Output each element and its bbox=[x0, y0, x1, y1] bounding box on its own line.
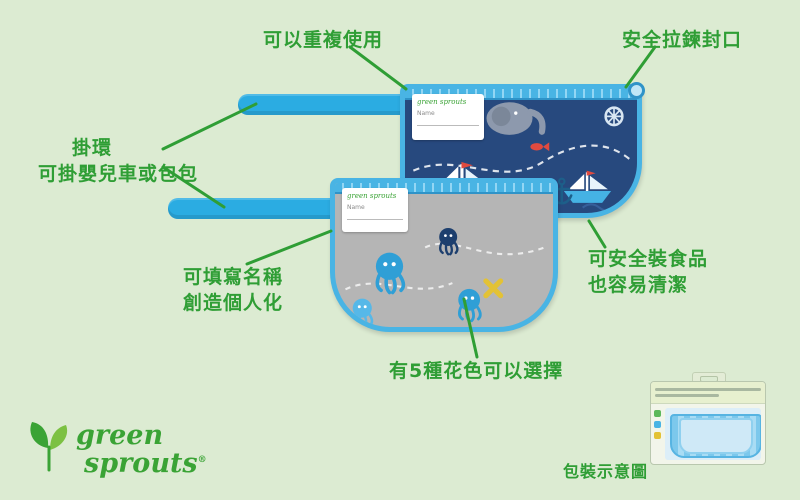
callout-line-name bbox=[245, 229, 333, 266]
name-tag-write-line bbox=[347, 219, 403, 220]
package-window bbox=[665, 408, 761, 460]
name-tag-brand: green sprouts bbox=[417, 98, 467, 106]
octopus-icon bbox=[375, 252, 406, 295]
name-tag-field-label: Name bbox=[417, 110, 435, 117]
callout-line-zipper bbox=[624, 45, 657, 89]
packaged-pouch-front bbox=[679, 418, 753, 454]
callout-line-food bbox=[587, 219, 607, 249]
packaging-thumbnail bbox=[650, 372, 766, 465]
hanging-strap-bottom bbox=[168, 198, 348, 219]
callout-food-line1: 可安全裝食品 bbox=[588, 248, 709, 270]
fish-icon bbox=[530, 142, 550, 152]
brand-logo-line1: green bbox=[76, 420, 164, 451]
zipper-strip bbox=[335, 183, 553, 194]
callout-name-label: 可填寫名稱 創造個人化 bbox=[183, 264, 283, 316]
packaging-caption: 包裝示意圖 bbox=[563, 462, 649, 481]
name-tag: green sprouts Name bbox=[342, 188, 408, 232]
x-mark-icon bbox=[483, 278, 504, 299]
brand-logo-line2: sprouts® bbox=[84, 448, 207, 479]
brand-logo-text: green sprouts® bbox=[76, 420, 207, 479]
callout-reusable-label: 可以重複使用 bbox=[263, 29, 384, 51]
zipper-pull-icon bbox=[628, 82, 645, 99]
callout-food-line2: 也容易清潔 bbox=[588, 274, 689, 296]
pattern-badge bbox=[654, 410, 661, 417]
callout-name-line1: 可填寫名稱 bbox=[183, 266, 284, 288]
callout-name-line2: 創造個人化 bbox=[183, 292, 284, 314]
hanging-strap-top bbox=[238, 94, 414, 115]
octopus-icon bbox=[352, 298, 374, 327]
callout-patterns-label: 有5種花色可以選擇 bbox=[389, 360, 564, 382]
callout-loop-title: 掛環 bbox=[72, 137, 113, 159]
octopus-icon bbox=[438, 227, 459, 256]
pattern-badge bbox=[654, 432, 661, 439]
callout-loop-desc: 可掛嬰兒車或包包 bbox=[38, 163, 199, 185]
name-tag-brand: green sprouts bbox=[347, 192, 397, 200]
brand-logo: green sprouts® bbox=[26, 418, 207, 479]
package-card bbox=[650, 381, 766, 465]
callout-food-label: 可安全裝食品 也容易清潔 bbox=[588, 246, 708, 298]
package-header-text-bar bbox=[655, 388, 761, 391]
pouch-gray-pattern bbox=[345, 227, 545, 327]
dashed-route-path bbox=[345, 242, 545, 291]
callout-zipper-label: 安全拉鍊封口 bbox=[622, 29, 743, 51]
package-header bbox=[651, 382, 765, 404]
package-header-text-bar bbox=[655, 394, 719, 397]
name-tag: green sprouts Name bbox=[412, 94, 484, 140]
sprout-icon bbox=[30, 422, 68, 472]
dashed-route-path bbox=[412, 144, 634, 173]
pattern-badge bbox=[654, 421, 661, 428]
octopus-icon bbox=[458, 288, 482, 323]
package-pattern-badges bbox=[654, 410, 662, 443]
name-tag-field-label: Name bbox=[347, 204, 365, 211]
brand-logo-word: sprouts bbox=[84, 448, 198, 479]
callout-line-reusable bbox=[348, 45, 408, 91]
helm-icon bbox=[604, 106, 624, 127]
zipper-strip bbox=[405, 89, 637, 100]
elephant-icon bbox=[486, 102, 546, 135]
registered-mark: ® bbox=[197, 455, 207, 465]
callout-loop-label: 掛環 可掛嬰兒車或包包 bbox=[38, 135, 198, 187]
name-tag-write-line bbox=[417, 125, 479, 126]
